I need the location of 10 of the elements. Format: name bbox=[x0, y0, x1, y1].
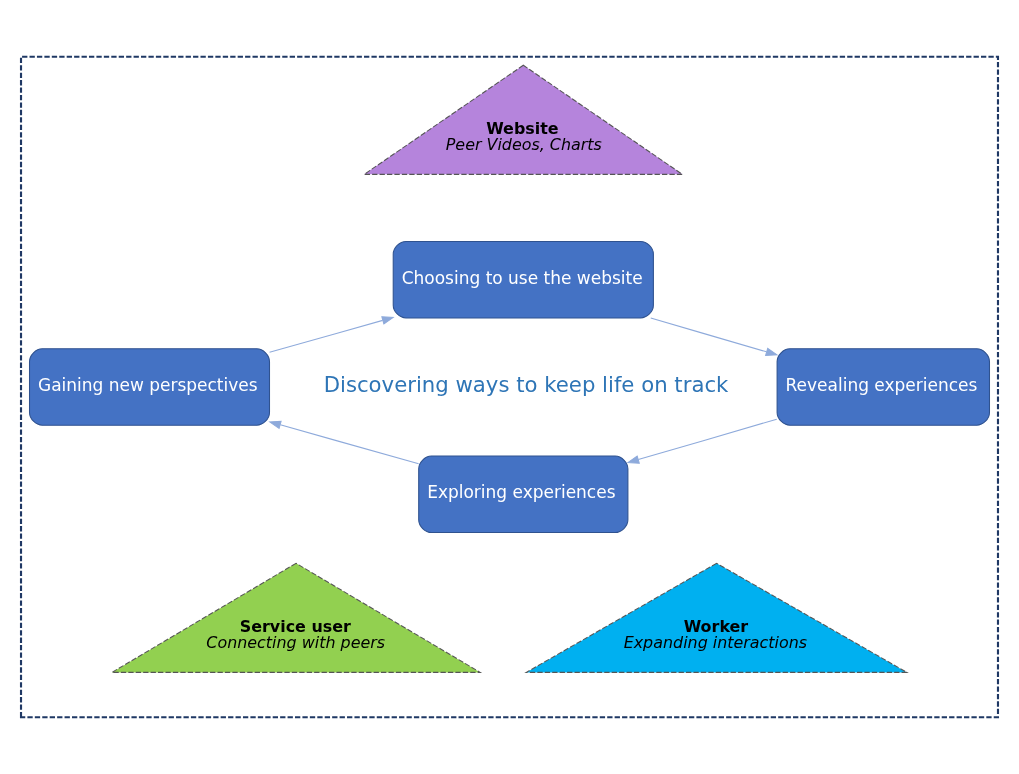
node-box: Gaining new perspectives bbox=[29, 348, 271, 426]
arrow bbox=[626, 418, 778, 464]
cluster bbox=[19, 55, 1000, 719]
node-box: Choosing to use the website bbox=[392, 241, 654, 319]
arrow bbox=[269, 316, 395, 353]
node-box: Exploring experiences bbox=[418, 455, 629, 533]
arrow bbox=[268, 420, 420, 465]
node-box: Revealing experiences bbox=[776, 348, 990, 426]
arrow bbox=[650, 317, 779, 356]
label: Discovering ways to keep life on track bbox=[323, 372, 729, 398]
